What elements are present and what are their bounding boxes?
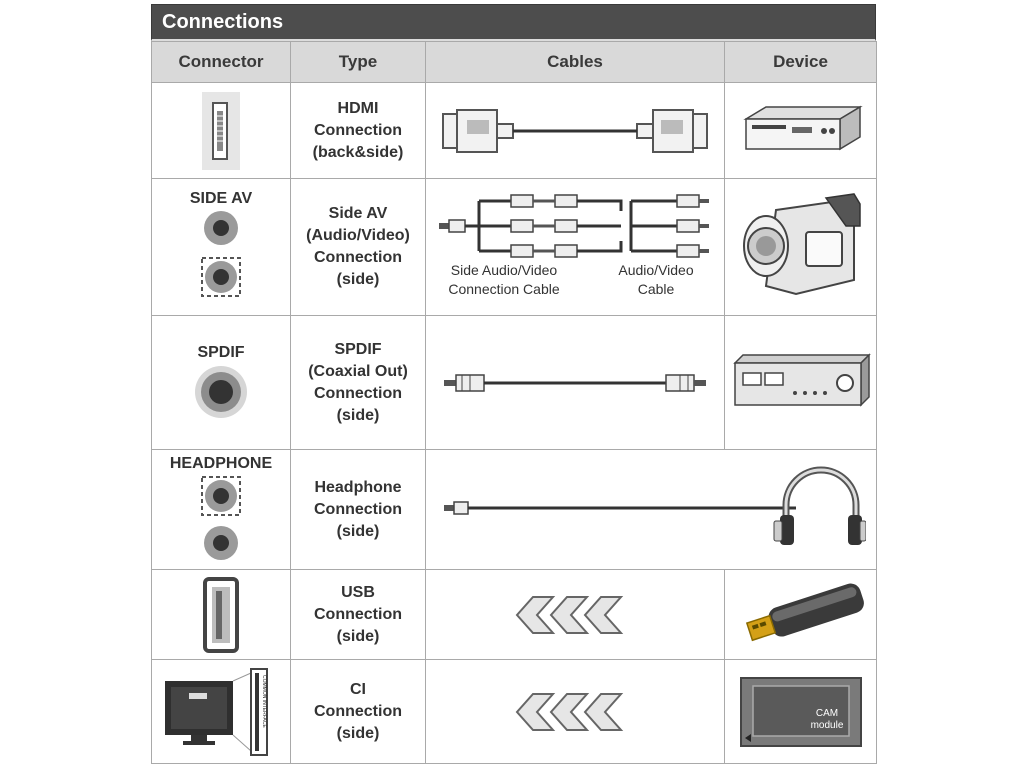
type-cell: SPDIF (Coaxial Out) Connection (side) <box>290 315 426 450</box>
connector-label: SIDE AV <box>189 190 253 207</box>
type-line: CI <box>350 680 366 698</box>
type-line: Connection <box>314 500 402 518</box>
type-line: (Coaxial Out) <box>308 362 408 380</box>
header-type: Type <box>290 41 426 83</box>
connector-cell: SIDE AV <box>151 178 291 316</box>
connections-table: Connector Type Cables Device <box>151 41 877 764</box>
header-cables: Cables <box>425 41 725 83</box>
dvd-player-icon <box>742 105 863 150</box>
connector-cell: HEADPHONE <box>151 449 291 570</box>
type-line: SPDIF <box>334 340 382 358</box>
device-cell <box>724 315 877 450</box>
table-row-usb: USB Connection (side) <box>151 569 877 660</box>
type-line: Connection <box>314 384 402 402</box>
type-line: (Audio/Video) <box>306 227 410 244</box>
page-title: Connections <box>151 4 876 41</box>
insert-arrows-icon <box>515 692 624 731</box>
type-line: USB <box>341 583 375 601</box>
caption-line: Cable <box>637 281 675 297</box>
coaxial-cable-icon <box>444 373 706 392</box>
cam-module-icon: CAM module <box>739 676 862 747</box>
type-line: (side) <box>336 627 380 645</box>
headphone-cable-icon <box>444 466 866 545</box>
type-line: HDMI <box>337 99 379 117</box>
type-line: Connection <box>314 605 402 623</box>
connector-cell: COMMON INTERFACE <box>151 659 291 764</box>
cable-cell <box>425 315 725 450</box>
ci-slot-icon: COMMON INTERFACE <box>165 667 268 756</box>
type-line: (side) <box>336 522 380 540</box>
type-line: Connection <box>314 249 402 266</box>
device-cell <box>724 178 877 316</box>
type-line: Connection <box>314 702 402 720</box>
insert-arrows-icon <box>515 595 624 634</box>
headphones-icon <box>773 466 866 545</box>
type-cell: CI Connection (side) <box>290 659 426 764</box>
table-row-spdif: SPDIF SPDIF (Coaxial Out) Connection (si… <box>151 315 877 450</box>
header-connector: Connector <box>151 41 291 83</box>
cable-cell <box>425 82 725 179</box>
av-cable-icon <box>439 194 709 258</box>
cable-cell <box>425 449 877 570</box>
device-cell: CAM module <box>724 659 877 764</box>
camcorder-icon <box>742 192 861 295</box>
type-line: (side) <box>336 724 380 742</box>
caption-line: Side Audio/Video <box>450 262 558 278</box>
connector-label: HEADPHONE <box>169 454 273 472</box>
caption-line: Audio/Video <box>618 262 694 278</box>
connector-cell <box>151 82 291 179</box>
module-label: module <box>810 720 843 731</box>
type-line: (back&side) <box>312 143 404 161</box>
table-row-hdmi: HDMI Connection (back&side) <box>151 82 877 179</box>
connector-label: SPDIF <box>197 343 245 361</box>
connector-cell: SPDIF <box>151 315 291 450</box>
hdmi-port-icon <box>202 91 240 170</box>
table-row-headphone: HEADPHONE Headphone Connection (side) <box>151 449 877 570</box>
header-device: Device <box>724 41 877 83</box>
type-cell: USB Connection (side) <box>290 569 426 660</box>
headphone-jack-icon <box>201 475 241 560</box>
av-jacks-icon <box>201 211 241 297</box>
connector-cell <box>151 569 291 660</box>
type-line: (side) <box>336 406 380 424</box>
hdmi-cable-icon <box>442 108 708 153</box>
type-cell: Headphone Connection (side) <box>290 449 426 570</box>
usb-port-icon <box>203 576 239 653</box>
ci-slot-label: COMMON INTERFACE <box>261 675 267 728</box>
caption-line: Connection Cable <box>448 281 560 297</box>
spdif-jack-icon <box>195 365 247 418</box>
table-row-ci: COMMON INTERFACE CI Connection (side) <box>151 659 877 764</box>
usb-stick-icon <box>745 583 864 641</box>
connections-panel: Connections Connector Type Cables Device <box>151 4 877 764</box>
cable-cell: Side Audio/Video Connection Cable Audio/… <box>425 178 725 316</box>
cable-caption-av: Audio/Video Cable <box>606 261 706 299</box>
amplifier-icon <box>732 352 871 407</box>
cable-caption-side-av: Side Audio/Video Connection Cable <box>434 261 574 299</box>
type-line: Side AV <box>328 205 388 222</box>
table-header-row: Connector Type Cables Device <box>151 41 877 83</box>
cable-cell <box>425 659 725 764</box>
type-line: Headphone <box>314 478 402 496</box>
type-line: Connection <box>314 121 402 139</box>
device-cell <box>724 569 877 660</box>
type-line: (side) <box>336 271 380 288</box>
type-cell: HDMI Connection (back&side) <box>290 82 426 179</box>
cam-label: CAM <box>815 708 837 719</box>
type-cell: Side AV (Audio/Video) Connection (side) <box>290 178 426 316</box>
table-row-side-av: SIDE AV Side AV (Audio/Video) Connection… <box>151 178 877 316</box>
cable-cell <box>425 569 725 660</box>
device-cell <box>724 82 877 179</box>
